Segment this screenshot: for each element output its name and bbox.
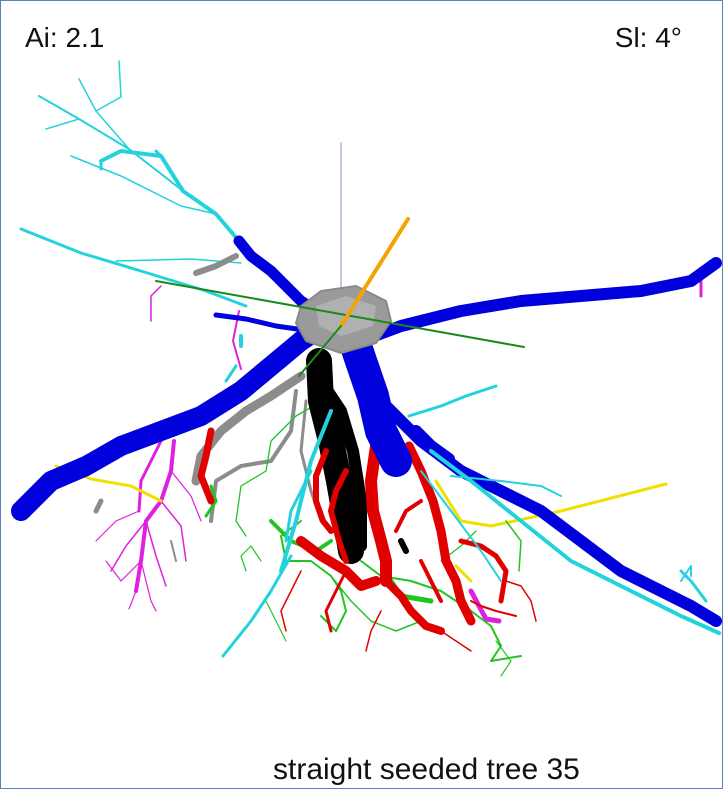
trunk-black (306, 348, 409, 564)
axis-green-short (298, 325, 342, 377)
branch-magenta-misc (150, 279, 703, 624)
branch-gray (93, 253, 323, 562)
branch-red (197, 427, 537, 652)
ai-label: Ai: 2.1 (25, 22, 105, 53)
axis-orange (339, 217, 410, 328)
branch-magenta-left (95, 439, 202, 612)
sl-label: Sl: 4° (614, 22, 682, 53)
branch-cyan-foreground (221, 334, 721, 658)
branch-cyan-upper-left (38, 60, 241, 243)
axis-green (155, 280, 525, 348)
caption: straight seeded tree 35 (273, 753, 580, 786)
